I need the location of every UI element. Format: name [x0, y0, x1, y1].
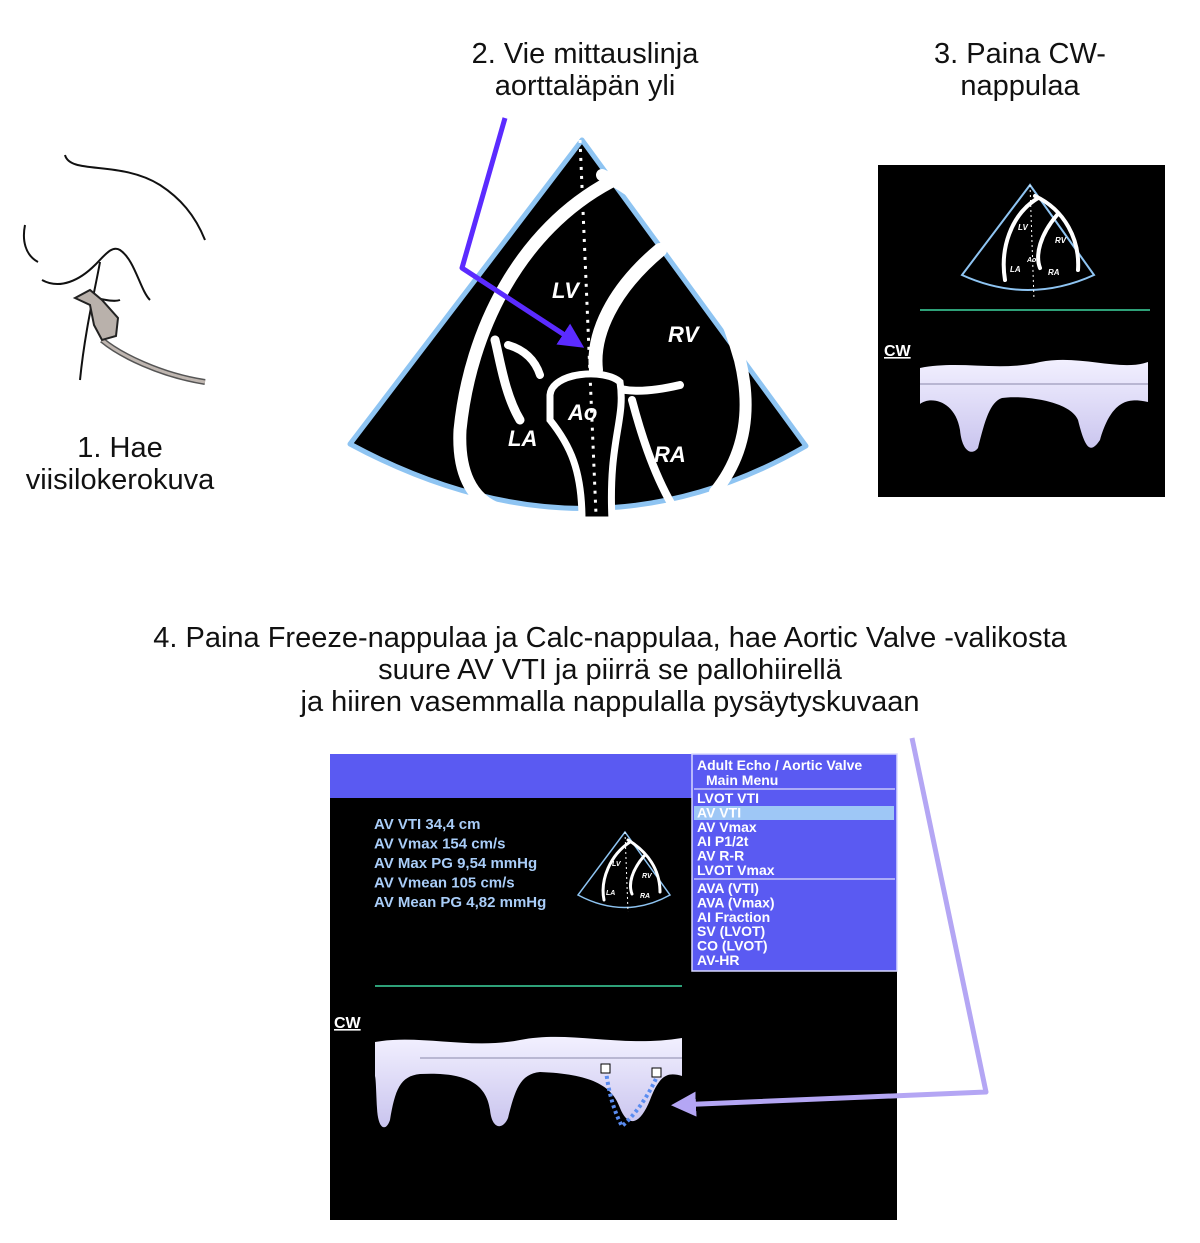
menu-item-b-4[interactable]: CO (LVOT): [697, 938, 768, 954]
menu-item-a-2[interactable]: AV Vmax: [697, 819, 757, 835]
step4-arrow: [671, 737, 989, 1117]
step1-line1: 1. Hae: [77, 432, 163, 464]
menu-item-a-5[interactable]: LVOT Vmax: [697, 862, 775, 878]
svg-text:LV: LV: [1018, 223, 1028, 232]
svg-text:RV: RV: [1055, 236, 1067, 245]
step2-arrow: [459, 117, 585, 348]
svg-text:RA: RA: [640, 893, 650, 900]
menu-item-a-3[interactable]: AI P1/2t: [697, 833, 749, 849]
menu-item-b-2[interactable]: AI Fraction: [697, 909, 770, 925]
label-la: LA: [508, 426, 537, 451]
cw-screen-preview: LV RV LA RA Ao CW: [878, 165, 1165, 497]
step1-line2: viisilokerokuva: [25, 464, 215, 496]
vti-trace[interactable]: [604, 1069, 660, 1130]
menu-item-a-0[interactable]: LVOT VTI: [697, 790, 759, 806]
trace-end-marker[interactable]: [651, 1067, 662, 1078]
five-chamber-view: LV RV LA RA Ao: [347, 137, 809, 539]
measurement-line-0: AV VTI 34,4 cm: [374, 816, 480, 833]
step2-line2: aorttaläpän yli: [494, 70, 676, 102]
menu-item-b-1[interactable]: AVA (Vmax): [697, 894, 775, 910]
svg-text:RA: RA: [1048, 268, 1060, 277]
svg-text:RV: RV: [642, 873, 653, 880]
menu-item-b-3[interactable]: SV (LVOT): [697, 923, 765, 939]
svg-text:LA: LA: [1010, 265, 1021, 274]
cw-label-small: CW: [884, 343, 912, 360]
measurement-line-2: AV Max PG 9,54 mmHg: [374, 855, 537, 872]
measurement-line-4: AV Mean PG 4,82 mmHg: [374, 894, 546, 911]
step3-caption: 3. Paina CW- nappulaa: [880, 38, 1160, 102]
svg-text:LV: LV: [612, 861, 622, 868]
trace-start-marker[interactable]: [600, 1063, 611, 1074]
menu-item-a-1[interactable]: AV VTI: [697, 804, 741, 820]
aortic-valve-menu[interactable]: Adult Echo / Aortic Valve Main Menu LVOT…: [691, 753, 898, 972]
svg-text:Ao: Ao: [1026, 257, 1037, 264]
step3-line2: nappulaa: [960, 70, 1080, 102]
label-ra: RA: [654, 442, 686, 467]
mini-sector: LV RV LA RA: [576, 830, 672, 913]
step4-caption: 4. Paina Freeze-nappulaa ja Calc-nappula…: [40, 622, 1180, 718]
step1-caption: 1. Hae viisilokerokuva: [0, 432, 240, 496]
label-lv: LV: [552, 278, 581, 303]
label-ao: Ao: [567, 400, 597, 425]
menu-item-b-5[interactable]: AV-HR: [697, 952, 740, 968]
step4-line3: ja hiiren vasemmalla nappulalla pysäytys…: [300, 686, 920, 718]
screen-header-bar: [330, 754, 692, 798]
measurement-results: AV VTI 34,4 cm AV Vmax 154 cm/s AV Max PG …: [374, 816, 546, 911]
menu-item-a-4[interactable]: AV R-R: [697, 848, 744, 864]
step4-line2: suure AV VTI ja piirrä se pallohiirellä: [378, 654, 842, 686]
cw-spectrum: [375, 1036, 682, 1128]
label-rv: RV: [668, 322, 701, 347]
step2-caption: 2. Vie mittauslinja aorttaläpän yli: [420, 38, 750, 102]
patient-probe-illustration: [22, 154, 206, 385]
step3-line1: 3. Paina CW-: [934, 38, 1106, 70]
menu-title-1: Adult Echo / Aortic Valve: [697, 757, 862, 773]
menu-highlight: [694, 806, 894, 820]
menu-item-b-0[interactable]: AVA (VTI): [697, 880, 759, 896]
menu-title-2: Main Menu: [706, 772, 778, 788]
calc-screen: Adult Echo / Aortic Valve Main Menu LVOT…: [330, 753, 898, 1220]
measurement-line-3: AV Vmean 105 cm/s: [374, 875, 515, 892]
cw-label-large: CW: [334, 1015, 362, 1032]
svg-text:LA: LA: [606, 890, 615, 897]
step2-line1: 2. Vie mittauslinja: [471, 38, 699, 70]
step4-line1: 4. Paina Freeze-nappulaa ja Calc-nappula…: [153, 622, 1067, 654]
measurement-line-1: AV Vmax 154 cm/s: [374, 836, 505, 853]
